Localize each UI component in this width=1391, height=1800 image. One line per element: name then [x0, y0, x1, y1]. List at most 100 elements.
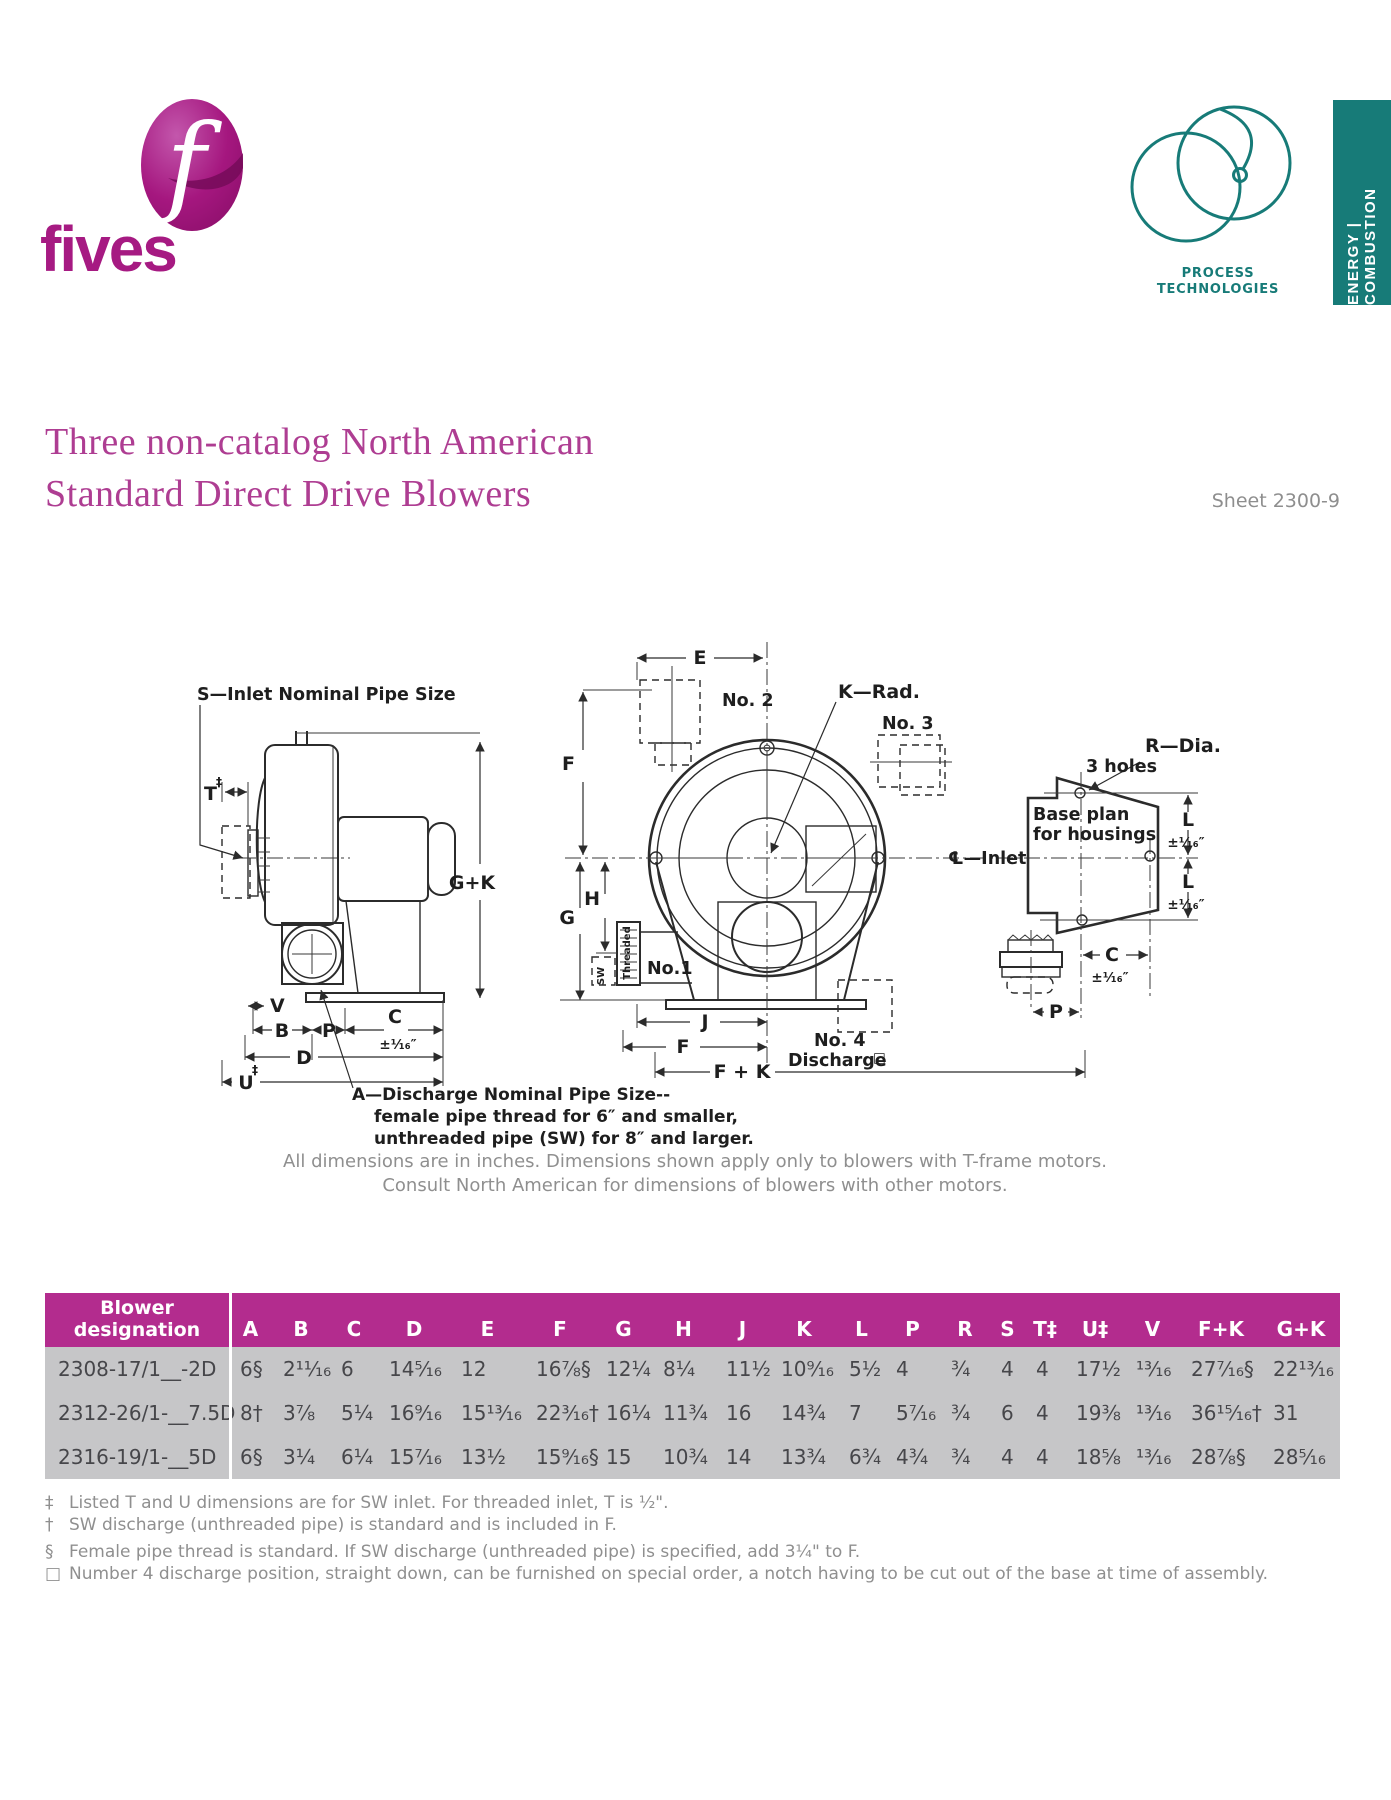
dimension-cell-V: ¹³⁄₁₆	[1136, 1445, 1172, 1469]
drawing-caption: All dimensions are in inches. Dimensions…	[95, 1150, 1295, 1198]
dimension-cell-P: 4	[896, 1357, 909, 1381]
dimension-cell-E: 15¹³⁄₁₆	[461, 1401, 522, 1425]
column-header-K: K	[796, 1317, 812, 1341]
label-g-plus-k: G+K	[449, 872, 497, 894]
label-threaded: Threaded	[622, 926, 633, 980]
label-no4-discharge: Discharge	[788, 1051, 887, 1071]
label-l-lower: L	[1182, 871, 1194, 893]
label-u-mark: ‡	[252, 1063, 258, 1077]
column-header-V: V	[1144, 1317, 1161, 1341]
process-label-line1: PROCESS	[1181, 266, 1255, 281]
footnotes: ‡ Listed T and U dimensions are for SW in…	[45, 1492, 1375, 1585]
dimension-cell-E: 13½	[461, 1445, 506, 1469]
label-t-mark: ‡	[216, 775, 222, 789]
dimension-cell-S: 4	[1001, 1357, 1014, 1381]
header-blower: Blower	[100, 1297, 174, 1319]
column-header-F: F	[553, 1317, 567, 1341]
blower-designation-cell: 2316-19/1-__5D	[58, 1445, 217, 1469]
page-title-line1: Three non-catalog North American	[45, 421, 594, 463]
label-k-rad: K—Rad.	[838, 681, 920, 703]
column-header-T‡: T‡	[1033, 1317, 1057, 1341]
label-f-lower: F	[677, 1036, 690, 1058]
dimension-cell-B: 2¹¹⁄₁₆	[283, 1357, 332, 1381]
dimension-cell-S: 6	[1001, 1401, 1014, 1425]
dimension-cell-G: 16¼	[606, 1401, 651, 1425]
label-no2: No. 2	[722, 691, 774, 711]
dimension-cell-A: 6§	[240, 1357, 263, 1381]
column-header-P: P	[905, 1317, 920, 1341]
blower-side-view: S—Inlet Nominal Pipe Size T ‡ G+K V B P …	[197, 685, 754, 1149]
label-c-right-tolerance: ±¹⁄₁₆″	[1091, 970, 1128, 986]
dimension-cell-L: 5½	[849, 1357, 882, 1381]
label-f-plus-k: F + K	[714, 1061, 772, 1083]
label-l-upper-tolerance: ±¹⁄₁₆″	[1167, 835, 1204, 851]
dimension-cell-R: ¾	[951, 1401, 971, 1425]
footnote: □Number 4 discharge position, straight d…	[45, 1563, 1375, 1585]
dimension-cell-U‡: 18⅝	[1076, 1445, 1121, 1469]
footnote-symbol: †	[45, 1515, 54, 1535]
dimension-cell-U‡: 17½	[1076, 1357, 1121, 1381]
label-r-dia: R—Dia.	[1145, 735, 1221, 757]
footnote-symbol: ‡	[45, 1493, 54, 1513]
blower-front-view: E No. 2 K—Rad. No. 3 F H G SW Threaded N…	[559, 642, 1198, 1083]
dimension-cell-G+K: 28⁵⁄₁₆	[1273, 1445, 1326, 1469]
base-plan-view: R—Dia. 3 holes Base plan for housings ℄—…	[948, 735, 1221, 1023]
blower-dimension-drawing: S—Inlet Nominal Pipe Size T ‡ G+K V B P …	[197, 642, 1221, 1149]
label-no4-mark: □	[873, 1050, 886, 1066]
label-centerline-inlet: ℄—Inlet	[948, 849, 1026, 869]
blower-designation-cell: 2312-26/1-__7.5D	[58, 1401, 236, 1425]
dimension-cell-L: 6¾	[849, 1445, 882, 1469]
dimension-cell-H: 8¼	[663, 1357, 696, 1381]
process-label-line2: TECHNOLOGIES	[1156, 282, 1280, 297]
label-no4: No. 4	[814, 1031, 866, 1051]
label-p-right: P	[1049, 1001, 1063, 1023]
dimension-cell-C: 6	[341, 1357, 354, 1381]
footnote-symbol: □	[45, 1564, 62, 1584]
column-header-U‡: U‡	[1081, 1317, 1109, 1341]
sheet-number: Sheet 2300-9	[1211, 490, 1340, 512]
column-header-A: A	[242, 1317, 259, 1341]
label-3-holes: 3 holes	[1086, 757, 1157, 777]
column-header-H: H	[675, 1317, 692, 1341]
footnote-symbol: §	[45, 1542, 54, 1562]
column-header-B: B	[293, 1317, 309, 1341]
caption-line1: All dimensions are in inches. Dimensions…	[283, 1151, 1107, 1172]
dimension-cell-G: 15	[606, 1445, 632, 1469]
dimension-cell-B: 3⅞	[283, 1401, 316, 1425]
dimension-cell-R: ¾	[951, 1357, 971, 1381]
label-t: T	[204, 783, 217, 805]
table-separator	[229, 1293, 232, 1479]
dimension-cell-D: 15⁷⁄₁₆	[389, 1445, 442, 1469]
label-a-discharge-1: A—Discharge Nominal Pipe Size--	[352, 1085, 670, 1105]
dimension-cell-K: 13¾	[781, 1445, 826, 1469]
footnote-text: Female pipe thread is standard. If SW di…	[69, 1542, 861, 1562]
label-e: E	[694, 647, 707, 669]
dimension-cell-F+K: 28⅞§	[1191, 1445, 1246, 1469]
label-no1: No.1	[647, 959, 693, 979]
dimension-cell-H: 11¾	[663, 1401, 708, 1425]
blower-designation-cell: 2308-17/1__-2D	[58, 1357, 217, 1381]
dimension-cell-S: 4	[1001, 1445, 1014, 1469]
dimension-cell-L: 7	[849, 1401, 862, 1425]
fives-logo-icon: f	[141, 99, 243, 231]
label-sw: SW	[596, 967, 607, 985]
dimension-cell-F: 16⅞§	[536, 1357, 591, 1381]
dimension-cell-F: 22³⁄₁₆†	[536, 1401, 599, 1425]
label-u: U	[238, 1072, 253, 1094]
dimension-cell-V: ¹³⁄₁₆	[1136, 1357, 1172, 1381]
dimension-cell-B: 3¼	[283, 1445, 316, 1469]
footnote-text: Listed T and U dimensions are for SW inl…	[69, 1493, 669, 1513]
label-h: H	[584, 888, 600, 910]
dimension-cell-G: 12¼	[606, 1357, 651, 1381]
caption-line2: Consult North American for dimensions of…	[382, 1175, 1008, 1196]
dimension-cell-U‡: 19⅜	[1076, 1401, 1121, 1425]
footnote: ‡ Listed T and U dimensions are for SW in…	[45, 1492, 1375, 1514]
footnote: †SW discharge (unthreaded pipe) is stand…	[45, 1514, 1375, 1536]
label-a-discharge-3: unthreaded pipe (SW) for 8″ and larger.	[374, 1129, 754, 1149]
header-designation: designation	[73, 1319, 201, 1341]
label-b: B	[275, 1020, 289, 1042]
label-no3: No. 3	[882, 714, 934, 734]
